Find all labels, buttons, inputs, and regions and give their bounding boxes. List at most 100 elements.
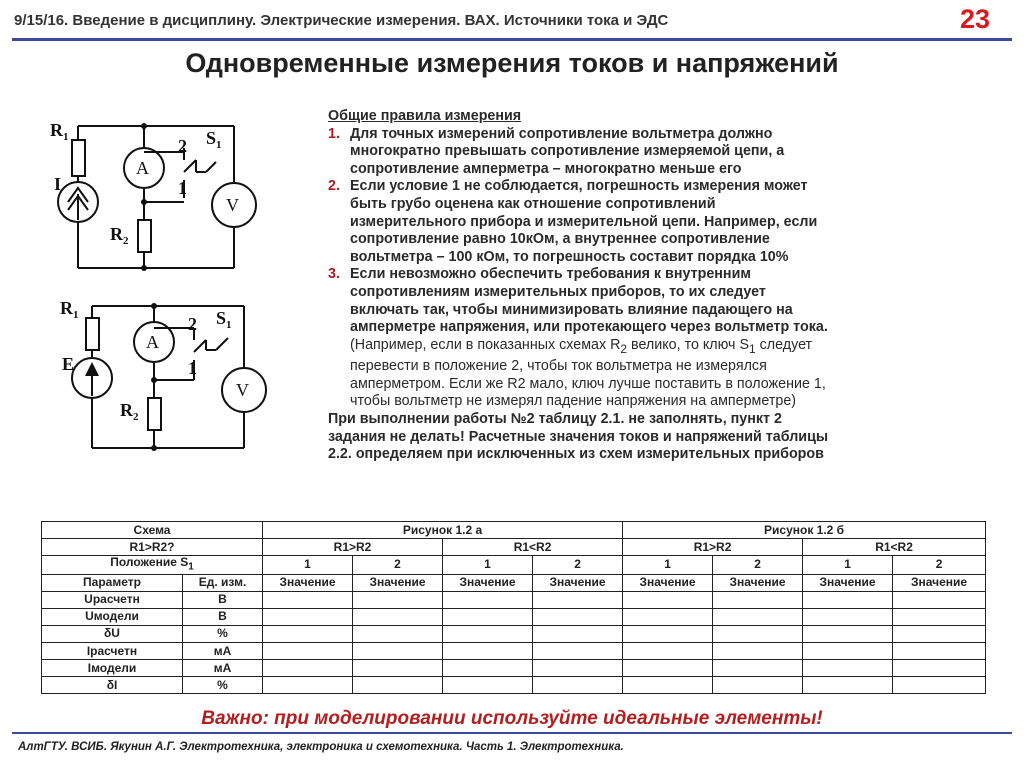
value-cell[interactable] xyxy=(532,659,624,678)
rule-line: амперметре напряжения, или протекающего … xyxy=(350,319,828,336)
header-cell: R1>R2? xyxy=(40,538,264,557)
rule-number: 2. xyxy=(328,178,340,195)
header-cell: Значение xyxy=(712,573,804,592)
param-cell: Uмодели xyxy=(41,607,183,626)
rule-line: Если невозможно обеспечить требования к … xyxy=(350,266,751,283)
value-cell[interactable] xyxy=(802,607,894,626)
header-cell: 1 xyxy=(442,555,534,575)
value-cell[interactable] xyxy=(532,676,624,695)
value-cell[interactable] xyxy=(262,641,354,661)
label-r1: R1 xyxy=(50,120,69,143)
voltmeter-label: V xyxy=(226,195,239,215)
header-cell: Ед. изм. xyxy=(181,573,264,592)
switch-position-1: 1 xyxy=(178,178,187,198)
value-cell[interactable] xyxy=(352,607,444,626)
param-cell: δI xyxy=(41,676,183,695)
header-cell: 2 xyxy=(352,555,444,575)
page-number: 23 xyxy=(959,4,990,34)
value-cell[interactable] xyxy=(442,659,534,678)
value-cell[interactable] xyxy=(712,659,804,678)
table-row: δU% xyxy=(41,624,987,643)
value-cell[interactable] xyxy=(352,590,444,609)
rule-line: включать так, чтобы минимизировать влиян… xyxy=(350,301,793,318)
label-r2: R2 xyxy=(120,400,139,423)
value-cell[interactable] xyxy=(352,624,444,643)
label-s1: S1 xyxy=(216,308,232,331)
value-cell[interactable] xyxy=(712,624,804,643)
value-cell[interactable] xyxy=(532,624,624,643)
value-cell[interactable] xyxy=(622,590,714,609)
header-cell: 1 xyxy=(622,555,714,575)
value-cell[interactable] xyxy=(532,607,624,626)
value-cell[interactable] xyxy=(352,676,444,695)
rule-line: сопротивление амперметра – многократно м… xyxy=(350,160,742,177)
unit-cell: В xyxy=(181,590,264,609)
value-cell[interactable] xyxy=(622,659,714,678)
voltmeter-label: V xyxy=(236,380,249,400)
header-cell: R1<R2 xyxy=(442,538,624,557)
table-row: R1>R2? R1>R2 R1<R2 R1>R2 R1<R2 xyxy=(40,538,987,557)
value-cell[interactable] xyxy=(802,641,894,661)
note-line: амперметром. Если же R2 мало, ключ лучше… xyxy=(350,375,826,392)
rule-line: сопротивление равно 10кОм, а внутреннее … xyxy=(350,231,770,248)
value-cell[interactable] xyxy=(532,641,624,661)
value-cell[interactable] xyxy=(262,676,354,695)
table-row: δI% xyxy=(41,676,987,695)
value-cell[interactable] xyxy=(262,659,354,678)
value-cell[interactable] xyxy=(442,676,534,695)
value-cell[interactable] xyxy=(622,607,714,626)
results-table-wrapper: Схема Рисунок 1.2 а Рисунок 1.2 б R1>R2?… xyxy=(40,520,987,695)
rule-note: (Например, если в показанных схемах R2 в… xyxy=(350,337,928,411)
value-cell[interactable] xyxy=(442,607,534,626)
rule-line: вольтметра – 100 кОм, то погрешность сос… xyxy=(350,248,789,265)
table-row: Положение S1 1 2 1 2 1 2 1 2 xyxy=(40,555,987,575)
value-cell[interactable] xyxy=(442,624,534,643)
value-cell[interactable] xyxy=(892,676,987,695)
value-cell[interactable] xyxy=(802,676,894,695)
header-cell: Значение xyxy=(352,573,444,592)
note-line: чтобы вольтметр не измерял падение напря… xyxy=(350,393,797,410)
value-cell[interactable] xyxy=(352,659,444,678)
value-cell[interactable] xyxy=(262,607,354,626)
value-cell[interactable] xyxy=(352,641,444,661)
value-cell[interactable] xyxy=(622,624,714,643)
value-cell[interactable] xyxy=(802,590,894,609)
measurement-rules: Общие правила измерения 1. Для точных из… xyxy=(328,108,928,464)
header-cell: R1<R2 xyxy=(802,538,987,557)
value-cell[interactable] xyxy=(892,659,987,678)
value-cell[interactable] xyxy=(892,590,987,609)
value-cell[interactable] xyxy=(262,624,354,643)
value-cell[interactable] xyxy=(442,641,534,661)
value-cell[interactable] xyxy=(892,624,987,643)
table-row: Параметр Ед. изм. Значение Значение Знач… xyxy=(41,573,987,592)
rule-line: сопротивлениям измерительных приборов, т… xyxy=(350,283,766,300)
rule-number: 1. xyxy=(328,125,340,142)
param-cell: Uрасчетн xyxy=(41,590,183,609)
footer-divider xyxy=(12,732,1012,734)
value-cell[interactable] xyxy=(802,659,894,678)
value-cell[interactable] xyxy=(802,624,894,643)
value-cell[interactable] xyxy=(712,590,804,609)
value-cell[interactable] xyxy=(262,590,354,609)
ammeter-label: A xyxy=(136,158,149,178)
value-cell[interactable] xyxy=(622,676,714,695)
header-cell: 1 xyxy=(802,555,894,575)
value-cell[interactable] xyxy=(892,607,987,626)
value-cell[interactable] xyxy=(712,607,804,626)
header-cell: Значение xyxy=(892,573,987,592)
note-line: (Например, если в показанных схемах R2 в… xyxy=(350,336,813,356)
header-cell: Значение xyxy=(442,573,534,592)
value-cell[interactable] xyxy=(892,641,987,661)
value-cell[interactable] xyxy=(712,641,804,661)
value-cell[interactable] xyxy=(712,676,804,695)
value-cell[interactable] xyxy=(532,590,624,609)
circuit-diagram-current-source: R1 I A R2 2 S1 1 V xyxy=(50,120,257,271)
table-row: Схема Рисунок 1.2 а Рисунок 1.2 б xyxy=(40,520,987,540)
header-cell: Значение xyxy=(802,573,894,592)
value-cell[interactable] xyxy=(442,590,534,609)
unit-cell: % xyxy=(181,676,264,695)
value-cell[interactable] xyxy=(622,641,714,661)
